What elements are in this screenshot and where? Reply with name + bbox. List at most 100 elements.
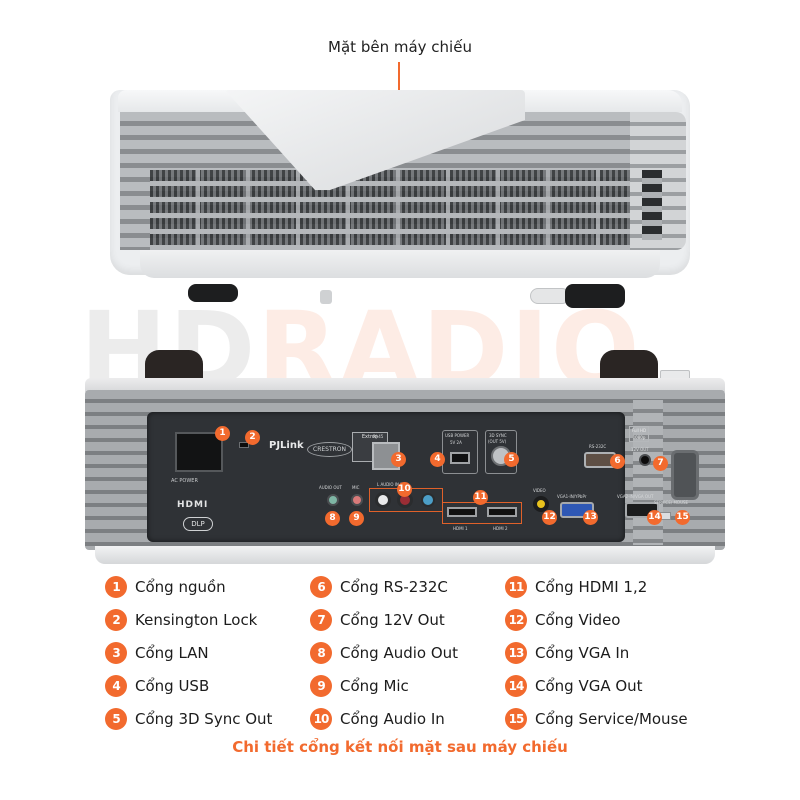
hdmi-2-port	[487, 507, 517, 517]
legend-number-badge: 14	[505, 674, 527, 697]
rs232c-label: RS-232C	[589, 444, 607, 449]
12v-out-label: 12V OUT	[631, 447, 649, 452]
rear-handle	[671, 450, 699, 500]
port-badge-7: 7	[653, 456, 668, 471]
hdmi-1-label: HDMI 1	[453, 526, 468, 531]
legend-item: 12 Cổng Video	[505, 603, 688, 636]
mic-jack	[351, 494, 363, 506]
video-port	[533, 496, 549, 512]
legend-number-badge: 1	[105, 575, 127, 598]
legend-item: 2 Kensington Lock	[105, 603, 272, 636]
legend-text: Cổng Service/Mouse	[535, 709, 688, 728]
legend-text: Cổng Audio Out	[340, 643, 459, 662]
legend-number-badge: 6	[310, 575, 332, 598]
port-badge-5: 5	[504, 452, 519, 467]
video-label: VIDEO	[533, 488, 546, 493]
legend-number-badge: 11	[505, 575, 527, 598]
legend-text: Cổng USB	[135, 676, 210, 695]
legend-text: Cổng Mic	[340, 676, 409, 695]
port-badge-1: 1	[215, 426, 230, 441]
legend-number-badge: 8	[310, 641, 332, 664]
port-badge-12: 12	[542, 510, 557, 525]
legend-item: 7 Cổng 12V Out	[310, 603, 458, 636]
port-badge-9: 9	[349, 511, 364, 526]
ac-power-port	[175, 432, 223, 472]
port-badge-4: 4	[430, 452, 445, 467]
usb-rating-label: 5V 2A	[450, 440, 462, 445]
projector-bottom	[140, 250, 660, 278]
legend-text: Cổng VGA Out	[535, 676, 643, 695]
projector-side-view	[110, 90, 690, 308]
legend-item: 11 Cổng HDMI 1,2	[505, 570, 688, 603]
kensington-lock-slot	[239, 442, 249, 448]
legend-text: Cổng VGA In	[535, 643, 630, 662]
vga1-label: VGA1-IN/YPbPr	[557, 494, 587, 499]
legend-text: Cổng Audio In	[340, 709, 445, 728]
pjlink-logo: PJLink	[269, 440, 304, 451]
usb-power-label: USB POWER	[445, 433, 470, 438]
side-grill-rows	[150, 170, 630, 250]
legend-number-badge: 9	[310, 674, 332, 697]
audio-in-pc-jack	[421, 493, 435, 507]
legend-number-badge: 15	[505, 707, 527, 730]
legend-number-badge: 12	[505, 608, 527, 631]
legend-item: 15 Cổng Service/Mouse	[505, 702, 688, 735]
port-badge-8: 8	[325, 511, 340, 526]
legend-number-badge: 10	[310, 707, 332, 730]
io-panel: AC POWER HDMI DLP PJLink CRESTRON Extron…	[147, 412, 690, 542]
service-label: SERVICE/ MOUSE	[654, 500, 689, 505]
port-badge-6: 6	[610, 454, 625, 469]
legend-text: Cổng HDMI 1,2	[535, 577, 648, 596]
side-right-slot	[642, 170, 662, 240]
port-badge-10: 10	[397, 482, 412, 497]
legend-text: Cổng nguồn	[135, 577, 226, 596]
projector-rear-view: AC POWER HDMI DLP PJLink CRESTRON Extron…	[85, 350, 725, 565]
audio-in-label: L AUDIO IN R	[377, 482, 404, 487]
mic-label: MIC	[352, 485, 360, 490]
usb-port	[450, 452, 470, 464]
legend-number-badge: 2	[105, 608, 127, 631]
usb-port-frame	[442, 430, 478, 474]
legend-number-badge: 13	[505, 641, 527, 664]
ac-power-label: AC POWER	[171, 478, 198, 484]
legend-item: 10 Cổng Audio In	[310, 702, 458, 735]
legend-number-badge: 3	[105, 641, 127, 664]
12v-out-port	[639, 454, 651, 466]
full-hd-badge: Full HD 1080p	[629, 426, 649, 442]
audio-in-left-jack	[375, 492, 391, 508]
3d-sync-out-label: (OUT 5V)	[488, 439, 507, 444]
legend-item: 8 Cổng Audio Out	[310, 636, 458, 669]
projector-foot	[565, 284, 625, 308]
port-badge-2: 2	[245, 430, 260, 445]
legend-item: 1 Cổng nguồn	[105, 570, 272, 603]
port-badge-11: 11	[473, 490, 488, 505]
legend-text: Kensington Lock	[135, 610, 258, 629]
legend-item: 13 Cổng VGA In	[505, 636, 688, 669]
projector-foot	[188, 284, 238, 302]
legend-text: Cổng 12V Out	[340, 610, 445, 629]
port-badge-3: 3	[391, 452, 406, 467]
legend-item: 5 Cổng 3D Sync Out	[105, 702, 272, 735]
hdmi-logo: HDMI	[177, 500, 209, 510]
legend-number-badge: 7	[310, 608, 332, 631]
rj45-label: RJ-45	[373, 434, 384, 439]
legend-number-badge: 5	[105, 707, 127, 730]
port-badge-14: 14	[647, 510, 662, 525]
dlp-logo: DLP	[183, 517, 213, 531]
audio-out-label: AUDIO OUT	[319, 485, 342, 490]
legend-item: 9 Cổng Mic	[310, 669, 458, 702]
3d-sync-label: 3D SYNC	[489, 433, 507, 438]
legend-text: Cổng Video	[535, 610, 621, 629]
audio-out-jack	[327, 494, 339, 506]
legend-text: Cổng 3D Sync Out	[135, 709, 273, 728]
port-badge-15: 15	[675, 510, 690, 525]
vga2-label: VGA2-IN/VGA OUT	[617, 494, 654, 499]
footer-title: Chi tiết cổng kết nối mặt sau máy chiếu	[232, 738, 568, 756]
rear-top	[85, 378, 725, 392]
legend-number-badge: 4	[105, 674, 127, 697]
